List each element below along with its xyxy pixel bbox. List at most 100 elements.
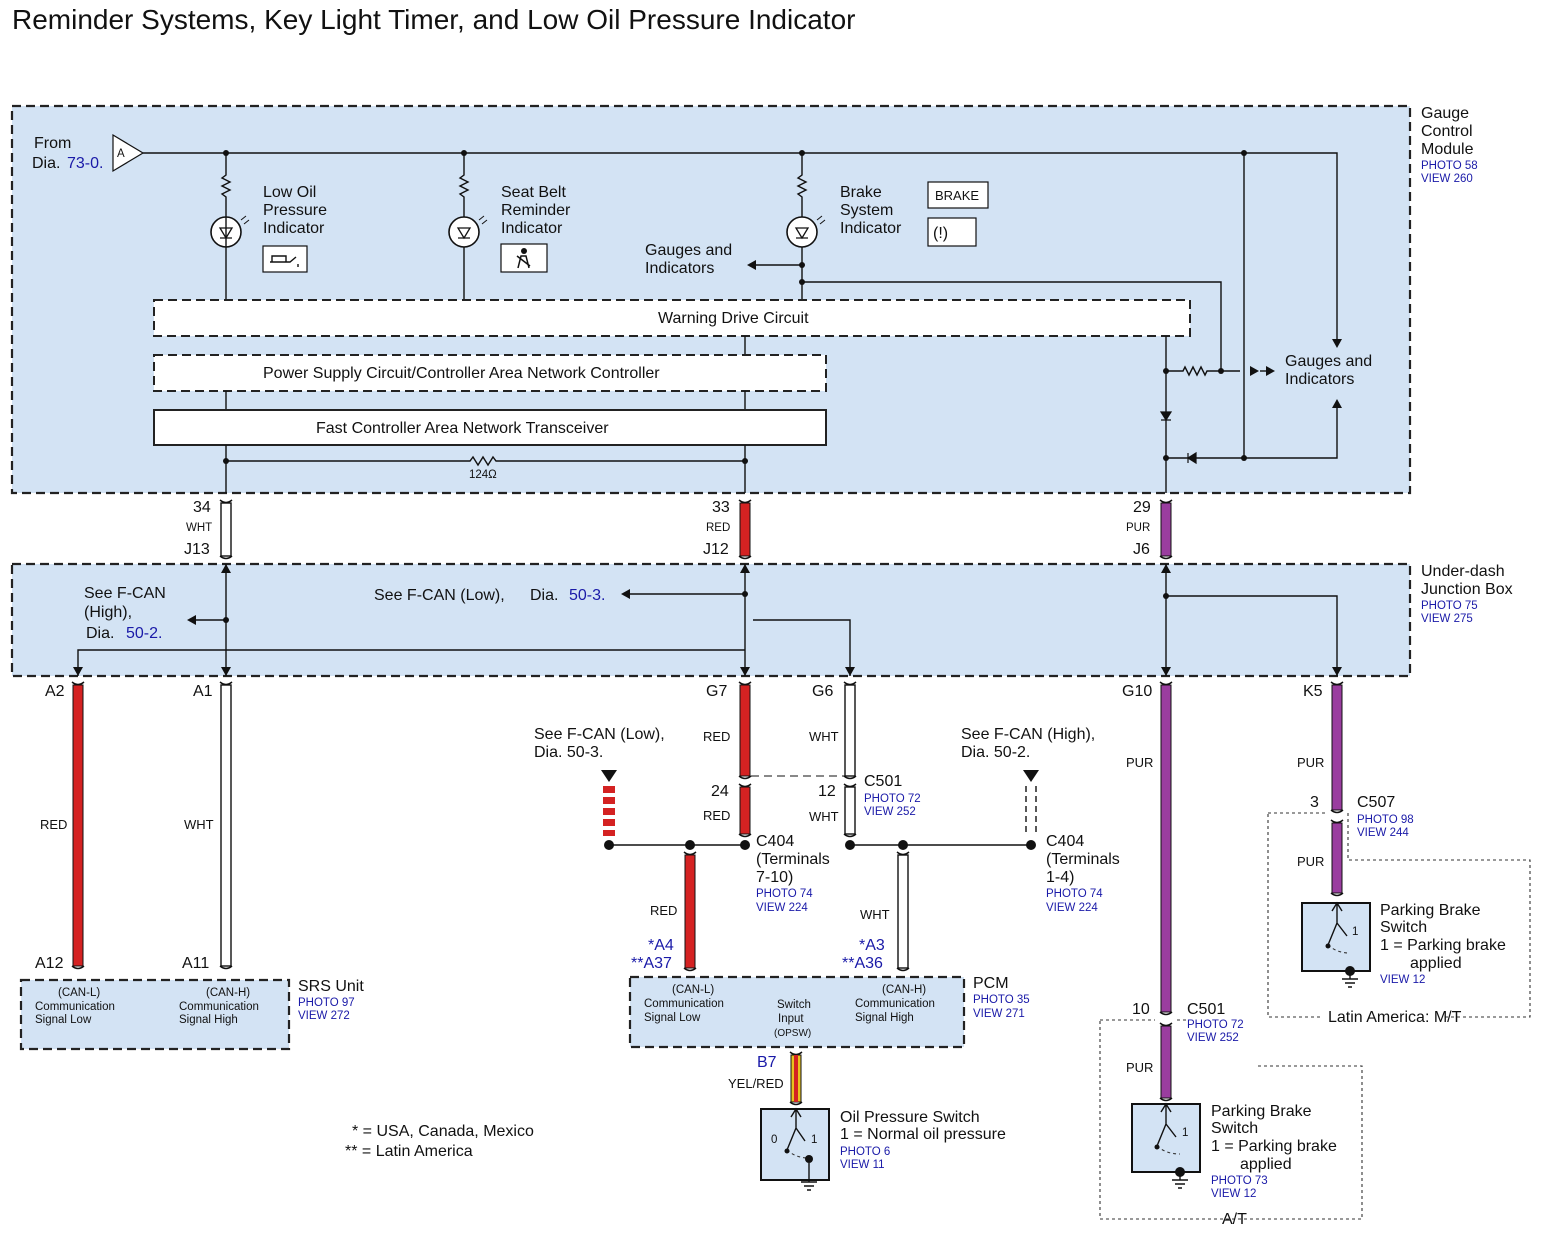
warning-drive-circuit bbox=[153, 299, 1191, 337]
at-group-label: A/T bbox=[1222, 1211, 1247, 1228]
gauges-right-label-1: Gauges and bbox=[1285, 353, 1372, 370]
pb-mt-1: Parking Brake bbox=[1380, 902, 1481, 919]
pb-mt-pos1: 1 bbox=[1352, 926, 1358, 938]
a1-color: WHT bbox=[184, 817, 214, 832]
see-high-2: (High), bbox=[84, 604, 132, 621]
see-low-mid-1: See F-CAN (Low), bbox=[534, 726, 665, 743]
c501-pin-24: 24 bbox=[711, 783, 729, 800]
pb-at-2: Switch bbox=[1211, 1120, 1258, 1137]
wire-a2-red bbox=[71, 681, 85, 970]
pin-29: 29 bbox=[1133, 499, 1151, 516]
srs-unit bbox=[19, 978, 291, 1051]
brake-badge: BRAKE bbox=[935, 188, 979, 203]
diode-icon bbox=[1186, 451, 1197, 465]
seat-belt-indicator: Seat Belt Reminder Indicator bbox=[448, 153, 571, 300]
wire-k5-pur bbox=[1330, 681, 1344, 897]
terminal-dot bbox=[740, 840, 750, 850]
pcm-low-2: Communication bbox=[644, 998, 724, 1010]
oil-pressure-switch bbox=[760, 1108, 830, 1181]
wire-pcm-wht bbox=[896, 851, 910, 972]
c404-right-photo: PHOTO 74 bbox=[1046, 888, 1103, 900]
connector-triangle bbox=[112, 133, 145, 173]
oil-view: VIEW 11 bbox=[840, 1159, 885, 1171]
from-connector: A bbox=[117, 148, 125, 160]
low-oil-label-3: Indicator bbox=[263, 220, 325, 237]
c507-photo: PHOTO 98 bbox=[1357, 814, 1414, 826]
wire-a1-wht bbox=[219, 681, 233, 970]
oil-switch-1: Oil Pressure Switch bbox=[840, 1109, 980, 1126]
brake-symbol: (!) bbox=[933, 225, 948, 242]
from-label: From bbox=[34, 135, 71, 152]
at-group-box bbox=[1099, 1019, 1363, 1220]
srs-view: VIEW 272 bbox=[298, 1010, 350, 1022]
c501-photo: PHOTO 72 bbox=[864, 793, 921, 805]
low-oil-label-2: Pressure bbox=[263, 202, 327, 219]
pin-a11: A11 bbox=[182, 955, 209, 972]
pb-at-photo: PHOTO 73 bbox=[1211, 1175, 1268, 1187]
brake-label-2: System bbox=[840, 202, 893, 219]
c507-name: C507 bbox=[1357, 794, 1395, 811]
pb-mt-3: 1 = Parking brake bbox=[1380, 937, 1506, 954]
gauges-left-label-1: Gauges and bbox=[645, 242, 732, 259]
wire-g7-red bbox=[738, 681, 752, 838]
top-bus-wire bbox=[143, 152, 1338, 345]
wire-g6-wht bbox=[843, 681, 857, 838]
pb-at-4: applied bbox=[1240, 1156, 1292, 1173]
wire-33-red bbox=[738, 499, 752, 560]
low-oil-label-1: Low Oil bbox=[263, 184, 316, 201]
c404-red-color: RED bbox=[703, 808, 730, 823]
c404-right-view: VIEW 224 bbox=[1046, 902, 1098, 914]
c404-left-1: C404 bbox=[756, 833, 794, 850]
wire-pcm-red bbox=[683, 851, 697, 972]
srs-low-2: Communication bbox=[35, 1001, 115, 1013]
k5-lower-color: PUR bbox=[1297, 854, 1324, 869]
red-stub-wire bbox=[601, 770, 617, 836]
wire-34-wht bbox=[219, 499, 233, 560]
oil-switch-2: 1 = Normal oil pressure bbox=[840, 1126, 1006, 1143]
pb-mt-2: Switch bbox=[1380, 919, 1427, 936]
white-stub-wire bbox=[1023, 770, 1039, 836]
brake-warning-icon bbox=[927, 217, 977, 247]
srs-photo: PHOTO 97 bbox=[298, 997, 355, 1009]
pin-g7: G7 bbox=[706, 683, 727, 700]
warning-drive-label: Warning Drive Circuit bbox=[658, 310, 809, 327]
pin-34: 34 bbox=[193, 499, 211, 516]
c404-right-2: (Terminals bbox=[1046, 851, 1120, 868]
c501-pin-12: 12 bbox=[818, 783, 836, 800]
c501-lower-photo: PHOTO 72 bbox=[1187, 1019, 1244, 1031]
see-high-mid-2: Dia. 50-2. bbox=[961, 744, 1030, 761]
a2-color: RED bbox=[40, 817, 67, 832]
c404-left-2: (Terminals bbox=[756, 851, 830, 868]
pin-a1: A1 bbox=[193, 683, 213, 700]
brake-label-1: Brake bbox=[840, 184, 882, 201]
footnote-1: * = USA, Canada, Mexico bbox=[352, 1123, 534, 1140]
jb-photo: PHOTO 75 bbox=[1421, 600, 1478, 612]
arrow-left-icon bbox=[747, 260, 756, 270]
see-low-dia: Dia. bbox=[530, 587, 558, 604]
pcm-high-1: (CAN-H) bbox=[882, 984, 926, 996]
from-dia-prefix: Dia. bbox=[32, 155, 60, 172]
b7-color: YEL/RED bbox=[728, 1076, 784, 1091]
see-high-1: See F-CAN bbox=[84, 585, 166, 602]
c404-right-1: C404 bbox=[1046, 833, 1084, 850]
gcm-photo: PHOTO 58 bbox=[1421, 160, 1478, 172]
terminal-dot bbox=[898, 840, 908, 850]
gcm-name-1: Gauge bbox=[1421, 105, 1469, 122]
low-oil-indicator: Low Oil Pressure Indicator bbox=[210, 153, 327, 300]
pin-g10: G10 bbox=[1122, 683, 1152, 700]
pin-29-color: PUR bbox=[1126, 522, 1150, 534]
gcm-view: VIEW 260 bbox=[1421, 173, 1473, 185]
c501-lower-pin: 10 bbox=[1132, 1001, 1150, 1018]
wire bbox=[1166, 595, 1338, 676]
ground-icon bbox=[801, 1163, 817, 1191]
gauges-right-label-2: Indicators bbox=[1285, 371, 1354, 388]
pcm-name: PCM bbox=[973, 975, 1009, 992]
gcm-name-2: Control bbox=[1421, 123, 1473, 140]
see-low-dia-ref: 50-3. bbox=[569, 587, 605, 604]
k5-color: PUR bbox=[1297, 755, 1324, 770]
brake-branch-wire bbox=[802, 281, 1222, 371]
pcm-low-1: (CAN-L) bbox=[672, 984, 714, 996]
arrow-down-icon bbox=[1332, 339, 1342, 348]
c501-lower-view: VIEW 252 bbox=[1187, 1032, 1239, 1044]
pcm-pin-low-1: *A4 bbox=[648, 937, 674, 954]
